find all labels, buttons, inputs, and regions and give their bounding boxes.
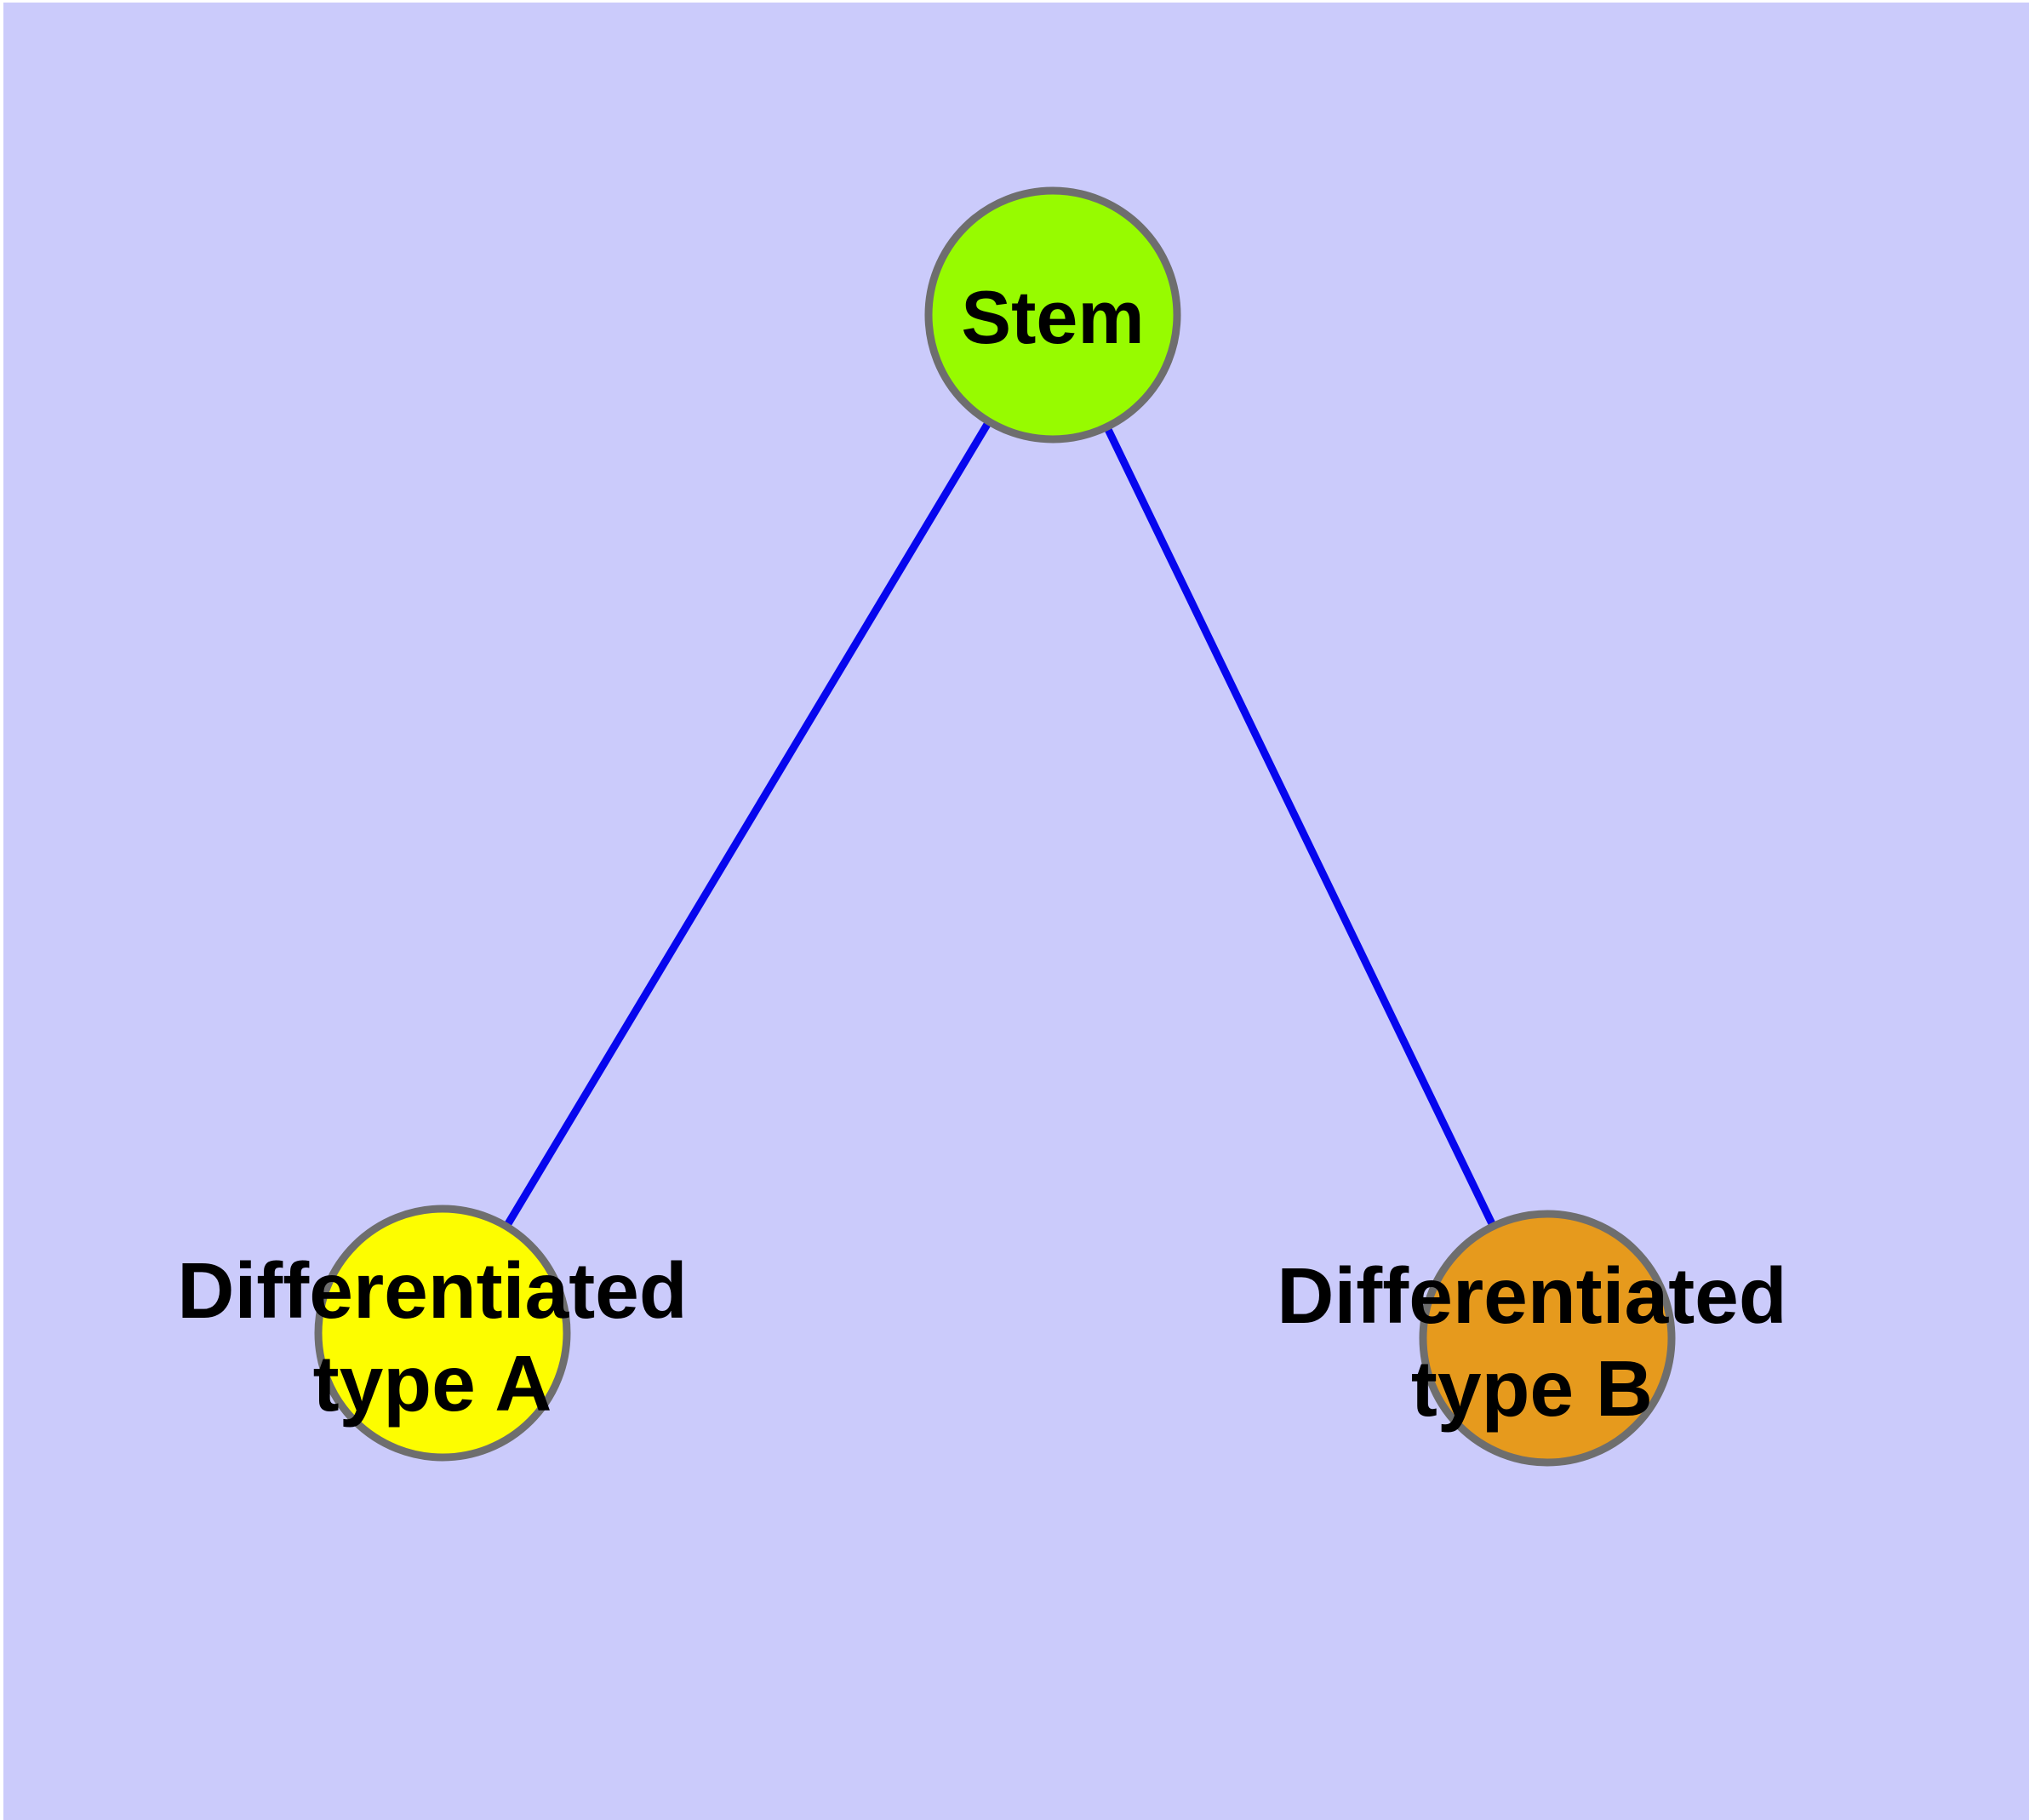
edge-stem-to-type-a xyxy=(439,312,1056,1336)
edge-stem-to-type-b xyxy=(1049,313,1552,1340)
node-type-b xyxy=(1419,1210,1676,1467)
node-type-b-label-line2: type B xyxy=(1411,1344,1653,1433)
node-stem-label: Stem xyxy=(961,275,1144,359)
node-type-a-label-line2: type A xyxy=(313,1339,552,1428)
node-type-a xyxy=(314,1205,571,1462)
node-type-a-label-line1: Differentiated xyxy=(177,1246,687,1335)
node-stem xyxy=(924,186,1181,444)
node-type-b-label-line1: Differentiated xyxy=(1277,1251,1786,1340)
